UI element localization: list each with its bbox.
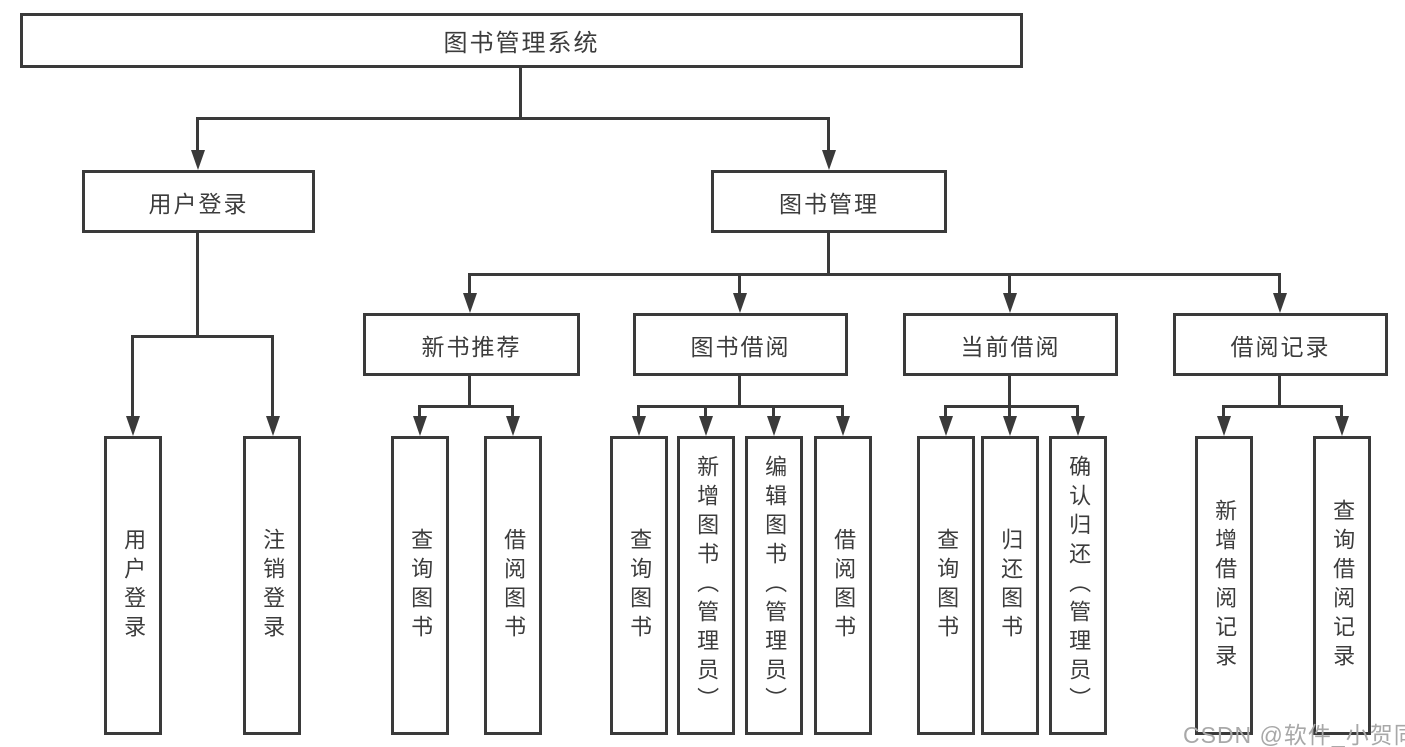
leaf-label: 用户登录 xyxy=(121,527,147,644)
connector-line xyxy=(1278,376,1281,408)
leaf-add-books-admin: 新增图书（管理员） xyxy=(677,436,735,735)
arrowhead-icon xyxy=(632,416,646,436)
csdn-watermark: CSDN @软件_小贺同学 xyxy=(1183,722,1405,747)
arrowhead-icon xyxy=(266,416,280,436)
leaf-label: 新增借阅记录 xyxy=(1212,498,1238,673)
leaf-label: 查询借阅记录 xyxy=(1330,498,1356,673)
arrowhead-icon xyxy=(822,150,836,170)
arrowhead-icon xyxy=(939,416,953,436)
connector-line xyxy=(1340,405,1343,418)
arrowhead-icon xyxy=(463,293,477,313)
leaf-add-borrow-record: 新增借阅记录 xyxy=(1195,436,1253,735)
arrowhead-icon xyxy=(413,416,427,436)
leaf-label: 注销登录 xyxy=(260,527,286,644)
connector-line xyxy=(841,405,844,418)
connector-line xyxy=(468,273,1281,276)
connector-line xyxy=(468,376,471,408)
connector-line xyxy=(827,233,830,276)
connector-line xyxy=(196,233,199,338)
node-label: 新书推荐 xyxy=(421,333,522,360)
leaf-return-books: 归还图书 xyxy=(981,436,1039,735)
connector-line xyxy=(738,273,741,297)
node-library-management-system: 图书管理系统 xyxy=(20,13,1023,68)
leaf-borrow-books-recommend: 借阅图书 xyxy=(484,436,542,735)
connector-line xyxy=(1076,405,1079,418)
connector-line xyxy=(196,117,830,120)
arrowhead-icon xyxy=(191,150,205,170)
connector-line xyxy=(131,335,134,418)
leaf-label: 查询图书 xyxy=(627,527,653,644)
connector-line xyxy=(418,405,514,408)
connector-line xyxy=(511,405,514,418)
arrowhead-icon xyxy=(1071,416,1085,436)
arrowhead-icon xyxy=(733,293,747,313)
connector-line xyxy=(1222,405,1225,418)
leaf-borrow-books: 借阅图书 xyxy=(814,436,872,735)
connector-line xyxy=(637,405,844,408)
arrowhead-icon xyxy=(1335,416,1349,436)
connector-line xyxy=(704,405,707,418)
connector-line xyxy=(271,335,274,418)
leaf-label: 确认归还（管理员） xyxy=(1066,455,1092,716)
leaf-label: 新增图书（管理员） xyxy=(694,455,720,716)
node-label: 图书管理系统 xyxy=(443,30,600,57)
node-user-login: 用户登录 xyxy=(82,170,315,233)
arrowhead-icon xyxy=(1003,293,1017,313)
leaf-user-login: 用户登录 xyxy=(104,436,162,735)
connector-line xyxy=(519,68,522,118)
node-current-borrowing: 当前借阅 xyxy=(903,313,1118,376)
leaf-label: 借阅图书 xyxy=(831,527,857,644)
arrowhead-icon xyxy=(1273,293,1287,313)
leaf-query-borrow-record: 查询借阅记录 xyxy=(1313,436,1371,735)
node-label: 当前借阅 xyxy=(960,333,1061,360)
arrowhead-icon xyxy=(767,416,781,436)
connector-line xyxy=(944,405,1079,408)
node-new-book-recommend: 新书推荐 xyxy=(363,313,580,376)
arrowhead-icon xyxy=(699,416,713,436)
node-book-borrowing: 图书借阅 xyxy=(633,313,848,376)
connector-line xyxy=(944,405,947,418)
connector-line xyxy=(1008,405,1011,418)
connector-line xyxy=(637,405,640,418)
leaf-label: 编辑图书（管理员） xyxy=(762,455,788,716)
leaf-label: 借阅图书 xyxy=(501,527,527,644)
node-label: 借阅记录 xyxy=(1230,333,1331,360)
arrowhead-icon xyxy=(1003,416,1017,436)
connector-line xyxy=(827,117,830,154)
leaf-logout: 注销登录 xyxy=(243,436,301,735)
leaf-label: 查询图书 xyxy=(934,527,960,644)
connector-line xyxy=(468,273,471,297)
leaf-edit-books-admin: 编辑图书（管理员） xyxy=(745,436,803,735)
leaf-query-books-recommend: 查询图书 xyxy=(391,436,449,735)
connector-line xyxy=(772,405,775,418)
node-label: 图书管理 xyxy=(779,190,879,217)
arrowhead-icon xyxy=(836,416,850,436)
arrowhead-icon xyxy=(506,416,520,436)
node-borrowing-records: 借阅记录 xyxy=(1173,313,1388,376)
connector-line xyxy=(1008,376,1011,408)
leaf-label: 归还图书 xyxy=(998,527,1024,644)
connector-line xyxy=(196,117,199,154)
leaf-query-books-current: 查询图书 xyxy=(917,436,975,735)
leaf-label: 查询图书 xyxy=(408,527,434,644)
connector-line xyxy=(738,376,741,408)
connector-line xyxy=(1222,405,1343,408)
connector-line xyxy=(131,335,274,338)
node-book-management: 图书管理 xyxy=(711,170,947,233)
leaf-confirm-return-admin: 确认归还（管理员） xyxy=(1049,436,1107,735)
connector-line xyxy=(1008,273,1011,297)
arrowhead-icon xyxy=(1217,416,1231,436)
node-label: 用户登录 xyxy=(148,190,249,217)
connector-line xyxy=(1278,273,1281,297)
node-label: 图书借阅 xyxy=(690,333,791,360)
leaf-query-books-borrowing: 查询图书 xyxy=(610,436,668,735)
arrowhead-icon xyxy=(126,416,140,436)
connector-line xyxy=(418,405,421,418)
